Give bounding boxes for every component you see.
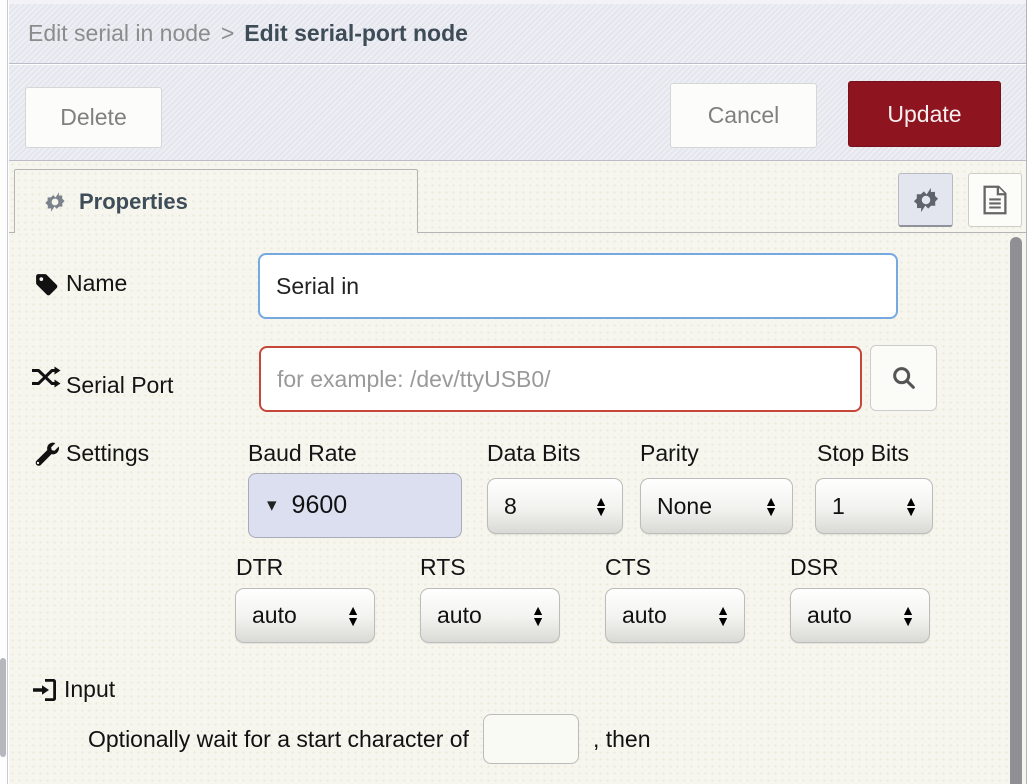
left-scrollbar-thumb[interactable]	[0, 658, 6, 757]
serial-port-search-button[interactable]	[870, 345, 937, 411]
parity-select[interactable]: None ▲▼	[640, 478, 793, 534]
rts-label: RTS	[420, 554, 466, 580]
tabbar-divider	[9, 232, 1026, 233]
dtr-value: auto	[252, 602, 297, 628]
spinner-up-icon: ▲	[716, 602, 730, 619]
spinner-up-icon: ▲	[346, 602, 360, 619]
stop-bits-value: 1	[832, 492, 845, 519]
baud-rate-label: Baud Rate	[248, 440, 357, 466]
start-character-text-after: , then	[592, 725, 651, 752]
dsr-select[interactable]: auto ▲▼	[790, 588, 930, 643]
tab-properties-label: Properties	[79, 188, 188, 214]
serial-port-label: Serial Port	[66, 372, 174, 398]
serial-port-input[interactable]	[259, 346, 862, 412]
dtr-label: DTR	[236, 554, 284, 580]
name-input[interactable]	[258, 253, 898, 319]
search-icon	[890, 364, 918, 392]
dialog-header: Edit serial in node > Edit serial-port n…	[9, 0, 1026, 64]
spinner-down-icon: ▼	[346, 612, 360, 629]
spinner-arrows-icon: ▲▼	[594, 492, 608, 519]
node-description-button[interactable]	[968, 173, 1022, 227]
settings-label: Settings	[66, 440, 150, 466]
spinner-down-icon: ▼	[764, 503, 778, 519]
start-character-sentence: Optionally wait for a start character of…	[88, 714, 650, 764]
vertical-scrollbar-thumb[interactable]	[1010, 237, 1022, 784]
window-right-edge	[1026, 0, 1036, 784]
stop-bits-label: Stop Bits	[817, 440, 910, 466]
spinner-up-icon: ▲	[764, 492, 778, 509]
spinner-up-icon: ▲	[904, 492, 918, 509]
data-bits-label: Data Bits	[487, 440, 581, 466]
breadcrumb-current: Edit serial-port node	[244, 20, 468, 46]
spinner-up-icon: ▲	[594, 492, 608, 509]
rts-select[interactable]: auto ▲▼	[420, 588, 560, 643]
data-bits-select[interactable]: 8 ▲▼	[487, 478, 623, 534]
input-section-label: Input	[64, 676, 116, 702]
stop-bits-select[interactable]: 1 ▲▼	[815, 478, 933, 534]
cancel-button-label: Cancel	[707, 102, 780, 128]
spinner-down-icon: ▼	[716, 612, 730, 629]
spinner-arrows-icon: ▲▼	[531, 602, 545, 629]
cts-value: auto	[622, 602, 667, 628]
gear-icon	[43, 190, 67, 214]
spinner-down-icon: ▼	[531, 612, 545, 629]
update-button[interactable]: Update	[848, 81, 1001, 147]
parity-label: Parity	[640, 440, 699, 466]
shuffle-icon	[31, 365, 61, 389]
spinner-arrows-icon: ▲▼	[764, 492, 778, 519]
spinner-down-icon: ▼	[904, 503, 918, 519]
tab-properties[interactable]: Properties	[14, 169, 418, 233]
start-character-input[interactable]	[482, 714, 579, 764]
update-button-label: Update	[887, 100, 962, 127]
start-character-text-before: Optionally wait for a start character of	[88, 725, 469, 752]
dialog-body: Properties	[9, 161, 1026, 784]
name-label: Name	[66, 270, 128, 296]
delete-button-label: Delete	[60, 104, 127, 130]
tag-icon	[35, 273, 59, 297]
spinner-down-icon: ▼	[901, 612, 915, 629]
gear-icon	[911, 185, 941, 215]
parity-value: None	[657, 492, 712, 519]
dsr-label: DSR	[790, 554, 839, 580]
baud-rate-value: 9600	[291, 491, 348, 519]
spinner-arrows-icon: ▲▼	[904, 492, 918, 519]
cancel-button[interactable]: Cancel	[670, 83, 817, 148]
breadcrumb-parent[interactable]: Edit serial in node	[28, 20, 211, 46]
window-left-edge	[0, 0, 8, 784]
baud-rate-select[interactable]: ▾ 9600	[248, 473, 462, 538]
spinner-down-icon: ▼	[594, 503, 608, 519]
spinner-arrows-icon: ▲▼	[901, 602, 915, 629]
document-icon	[982, 185, 1008, 215]
cts-select[interactable]: auto ▲▼	[605, 588, 745, 643]
spinner-up-icon: ▲	[901, 602, 915, 619]
node-settings-button[interactable]	[898, 173, 953, 227]
cts-label: CTS	[605, 554, 651, 580]
spinner-up-icon: ▲	[531, 602, 545, 619]
rts-value: auto	[437, 602, 482, 628]
dtr-select[interactable]: auto ▲▼	[235, 588, 375, 643]
delete-button[interactable]: Delete	[25, 87, 162, 148]
wrench-icon	[33, 441, 59, 467]
caret-down-icon: ▾	[267, 495, 277, 516]
dsr-value: auto	[807, 602, 852, 628]
data-bits-value: 8	[504, 492, 517, 519]
breadcrumb-separator: >	[220, 20, 235, 46]
dialog-toolbar: Delete Cancel Update	[9, 65, 1026, 161]
sign-in-icon	[33, 679, 59, 701]
spinner-arrows-icon: ▲▼	[346, 602, 360, 629]
spinner-arrows-icon: ▲▼	[716, 602, 730, 629]
